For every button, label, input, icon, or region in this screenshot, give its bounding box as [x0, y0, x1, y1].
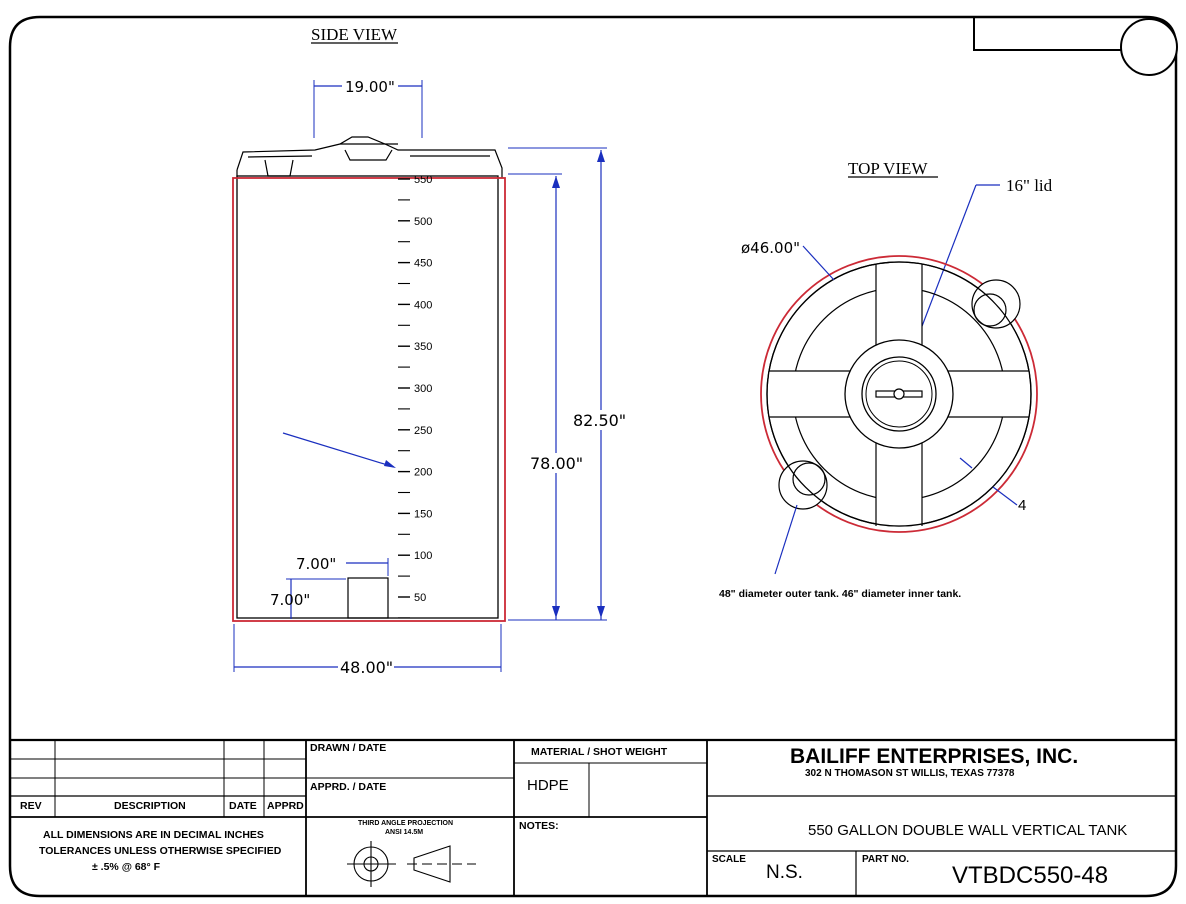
gauge-label: 450: [414, 258, 432, 270]
gauge-label: 50: [414, 592, 426, 604]
apprd-header: APPRD: [267, 800, 304, 812]
tank-note-leader: [774, 504, 798, 575]
dim-body-text-bg: [528, 453, 584, 473]
wall-gap-tick: [959, 457, 973, 469]
gauge-label: 100: [414, 550, 432, 562]
scale-label: SCALE: [712, 854, 746, 865]
scale-value: N.S.: [766, 862, 803, 883]
dim-overall-arrow-top: [597, 150, 605, 162]
rev-header: REV: [20, 800, 42, 812]
gauge-label: 350: [414, 341, 432, 353]
lid-middle-ring: [861, 356, 937, 432]
tolerance-line-1: ALL DIMENSIONS ARE IN DECIMAL INCHES: [43, 829, 264, 841]
lid-handle: [875, 388, 923, 400]
gauge-label: 200: [414, 467, 432, 479]
tolerance-line-2: TOLERANCES UNLESS OTHERWISE SPECIFIED: [39, 845, 282, 857]
dim-overall-text-bg: [571, 410, 631, 430]
dim-fitting-width-label: 7.00": [296, 555, 336, 573]
tolerance-line-3: ± .5% @ 68° F: [92, 861, 161, 873]
dim-lid-label: 19.00": [345, 78, 395, 96]
bottom-fitting: [347, 577, 389, 619]
projection-symbol: [347, 841, 476, 887]
lid-inner-ring: [865, 360, 933, 428]
apprd-date-label: APPRD. / DATE: [310, 781, 386, 793]
port-bottom-left-inner: [792, 462, 826, 496]
dim-overall-height-label: 82.50": [573, 411, 626, 430]
drawn-date-label: DRAWN / DATE: [310, 742, 386, 754]
inner-diameter-leader: [802, 245, 835, 281]
outer-tank-body: [232, 177, 506, 622]
corner-tab: [973, 18, 1124, 51]
inner-tank-circle-overlay: [766, 261, 1032, 527]
wall-gap-label: 4: [1018, 497, 1026, 514]
part-no-value: VTBDC550-48: [952, 862, 1108, 889]
gauge-label: 550: [414, 174, 432, 186]
company-name: BAILIFF ENTERPRISES, INC.: [790, 745, 1078, 768]
tank-note: 48" diameter outer tank. 46" diameter in…: [719, 588, 961, 600]
description-header: DESCRIPTION: [114, 800, 186, 812]
leader-arrow: [282, 432, 395, 468]
gauge-scale: 550 500 450 400 350 300 250 200 150 100 50: [398, 174, 432, 619]
outer-tank-circle: [760, 255, 1038, 533]
side-view-title: SIDE VIEW: [311, 25, 398, 44]
projection-line-1: THIRD ANGLE PROJECTION: [358, 820, 453, 827]
lid-annotation: 16" lid: [1006, 176, 1053, 195]
title-block-lines: [10, 738, 1176, 896]
tank-top: [236, 136, 503, 178]
dim-lid-text-bg: [342, 76, 398, 94]
gauge-label: 400: [414, 299, 432, 311]
gauge-label: 250: [414, 425, 432, 437]
dim-fitting-height-label: 7.00": [270, 591, 310, 609]
corner-circle: [1120, 18, 1178, 76]
port-top-right-inner: [973, 293, 1007, 327]
wall-gap-leader: [992, 486, 1018, 506]
dim-diameter-label: 48.00": [340, 658, 393, 677]
gauge-label: 500: [414, 216, 432, 228]
dim-overall-arrow-bottom: [597, 606, 605, 618]
dim-body-arrow-top: [552, 176, 560, 188]
dim-body-height-label: 78.00": [530, 454, 583, 473]
date-header: DATE: [229, 800, 257, 812]
top-view-title: TOP VIEW: [848, 159, 928, 178]
dim-diameter-text-bg: [338, 657, 394, 677]
inner-diameter-label: ø46.00": [741, 239, 800, 257]
leader-arrowhead: [384, 460, 396, 468]
material-header: MATERIAL / SHOT WEIGHT: [531, 746, 668, 758]
part-title: 550 GALLON DOUBLE WALL VERTICAL TANK: [808, 822, 1127, 839]
projection-line-2: ANSI 14.5M: [385, 829, 423, 836]
gauge-label: 150: [414, 508, 432, 520]
material-value: HDPE: [527, 777, 569, 794]
gauge-label: 300: [414, 383, 432, 395]
notes-label: NOTES:: [519, 820, 559, 832]
inner-tank-body: [236, 175, 499, 619]
part-no-label: PART NO.: [862, 854, 909, 865]
company-address: 302 N THOMASON ST WILLIS, TEXAS 77378: [805, 768, 1015, 779]
dim-body-arrow-bottom: [552, 606, 560, 618]
